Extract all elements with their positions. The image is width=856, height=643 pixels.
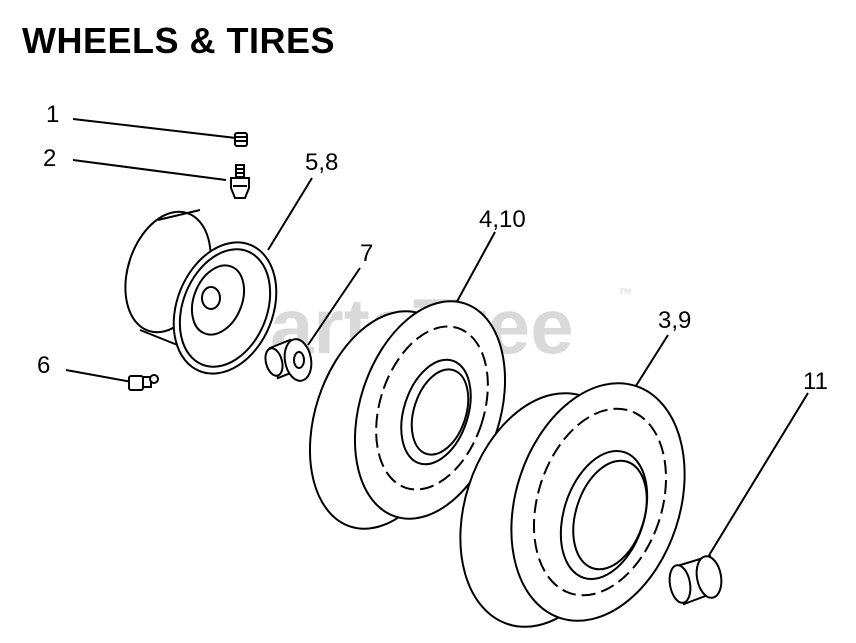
callout-4-10: 4,10 [479,206,526,233]
callout-2: 2 [43,145,57,172]
leader-11 [707,392,809,558]
callout-5-8: 5,8 [305,149,339,176]
bushing-part [264,338,313,382]
valve-cap-part [234,132,248,147]
callout-11: 11 [803,368,828,395]
callout-7: 7 [360,240,374,267]
rim-part [124,209,278,375]
watermark-tm: ™ [618,285,632,301]
callout-1: 1 [46,101,60,128]
leader-6 [65,369,133,383]
leader-2 [72,159,227,181]
callout-6: 6 [37,352,51,379]
rear-tire-part [459,382,686,628]
valve-stem-part [230,164,250,199]
leader-1 [72,118,237,139]
leader-5-8 [267,177,313,251]
hub-cap-part [668,554,723,606]
diagram-title: WHEELS & TIRES [22,20,336,61]
grease-fitting-part [128,374,159,391]
leader-7 [307,267,361,346]
callout-3-9: 3,9 [658,307,692,334]
front-tire-part [308,300,507,530]
